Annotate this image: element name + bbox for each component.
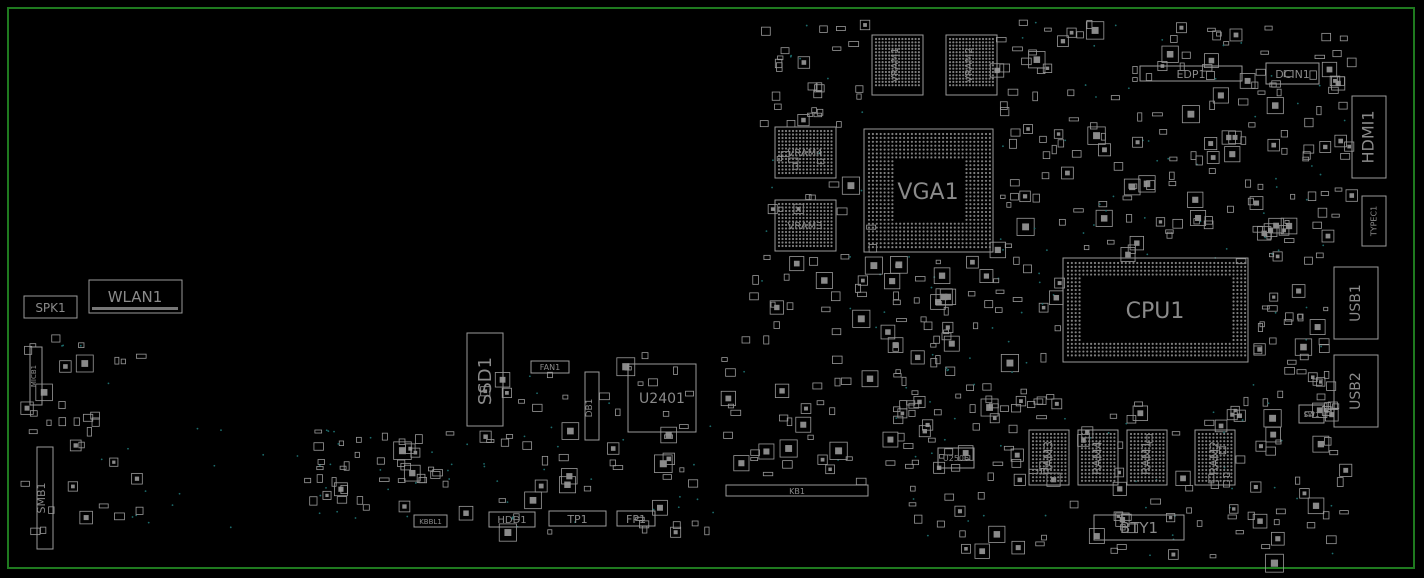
cpu1-ball-grid xyxy=(1066,261,1247,357)
sw1-label: SW1 xyxy=(1304,411,1320,419)
ram4-label: RAM4 xyxy=(1091,441,1105,475)
wlan1-label: WLAN1 xyxy=(108,288,163,306)
ram2-label: RAM2 xyxy=(1208,441,1222,475)
usb1-label: USB1 xyxy=(1348,284,1364,322)
component-kbbl1[interactable]: KBBL1 xyxy=(413,514,448,528)
ram2-ball-grid xyxy=(1197,432,1233,482)
component-db1[interactable]: DB1 xyxy=(584,371,600,441)
component-wlan1[interactable]: WLAN1 xyxy=(88,279,183,314)
hdd1-label: HDD1 xyxy=(497,515,526,526)
bty1-label: BTY1 xyxy=(1120,519,1158,537)
smb1-label: SMB1 xyxy=(35,482,48,513)
vga1-label: VGA1 xyxy=(897,180,958,205)
component-vram2[interactable]: VRAM2 xyxy=(945,34,998,96)
component-usb2[interactable]: USB2 xyxy=(1333,354,1379,428)
micb-label: MICB1 xyxy=(30,365,38,387)
ram4-ball-grid xyxy=(1080,432,1116,482)
component-u2506[interactable]: U2506 xyxy=(937,447,975,469)
component-vram1[interactable]: VRAM1 xyxy=(871,34,924,96)
component-hdmi1[interactable]: HDMI1 xyxy=(1351,95,1387,179)
vram2-ball-grid xyxy=(948,37,995,87)
board-outline xyxy=(7,7,1415,569)
vram3-label: VRAM3 xyxy=(787,221,822,232)
component-ram1[interactable]: RAM1 xyxy=(1126,429,1168,486)
fan1-label: FAN1 xyxy=(540,363,560,372)
component-vram3[interactable]: VRAM3 xyxy=(774,199,837,252)
usb2-label: USB2 xyxy=(1348,372,1364,410)
component-ram2[interactable]: RAM2 xyxy=(1194,429,1236,486)
edp1-label: EDP1 xyxy=(1176,68,1205,81)
small-parts-layer xyxy=(20,19,1358,573)
component-cpu1[interactable]: CPU1 xyxy=(1062,257,1249,363)
vram4-label: VRAM4 xyxy=(787,148,822,159)
vram3-ball-grid xyxy=(777,202,833,248)
vram1-label: VRAM1 xyxy=(890,47,901,82)
component-ssd1[interactable]: SSD1 xyxy=(466,332,504,427)
tp1-label: TP1 xyxy=(566,513,587,526)
ram3-label: RAM3 xyxy=(1042,441,1056,475)
fp1-label: FP1 xyxy=(626,513,646,526)
component-hdd1[interactable]: HDD1 xyxy=(488,511,536,528)
component-ram4[interactable]: RAM4 xyxy=(1077,429,1119,486)
db1-label: DB1 xyxy=(585,399,595,418)
dcin1-label: DCIN1 xyxy=(1275,68,1310,81)
vram1-ball-grid xyxy=(874,37,921,87)
component-fan1[interactable]: FAN1 xyxy=(530,360,570,374)
component-vga1[interactable]: VGA1 xyxy=(863,128,994,253)
component-tp1[interactable]: TP1 xyxy=(548,510,607,527)
component-u2401[interactable]: U2401 xyxy=(627,363,697,433)
vga1-ball-grid xyxy=(867,132,992,249)
ram1-label: RAM1 xyxy=(1140,441,1154,475)
u2506-label: U2506 xyxy=(943,454,969,463)
component-kb1[interactable]: KB1 xyxy=(725,484,869,497)
vram4-ball-grid xyxy=(777,129,833,175)
component-smb1[interactable]: SMB1 xyxy=(35,446,54,550)
ram3-ball-grid xyxy=(1031,432,1067,482)
ram1-ball-grid xyxy=(1129,432,1165,482)
u2401-label: U2401 xyxy=(639,391,685,407)
component-sw1[interactable]: SW1 xyxy=(1298,404,1325,424)
component-typec1[interactable]: TYPEC1 xyxy=(1361,195,1387,247)
spk1-label: SPK1 xyxy=(35,301,65,315)
component-usb1[interactable]: USB1 xyxy=(1333,266,1379,340)
ssd1-label: SSD1 xyxy=(475,357,496,405)
kbbl1-label: KBBL1 xyxy=(419,518,442,526)
cpu1-label: CPU1 xyxy=(1126,299,1185,324)
component-edp1[interactable]: EDP1 xyxy=(1139,65,1243,82)
component-dcin1[interactable]: DCIN1 xyxy=(1265,62,1320,85)
kb1-label: KB1 xyxy=(789,487,805,496)
hdmi1-label: HDMI1 xyxy=(1359,110,1378,163)
component-vram4[interactable]: VRAM4 xyxy=(774,126,837,179)
component-bty1[interactable]: BTY1 xyxy=(1093,514,1185,541)
component-spk1[interactable]: SPK1 xyxy=(23,295,78,319)
component-ram3[interactable]: RAM3 xyxy=(1028,429,1070,486)
component-fp1[interactable]: FP1 xyxy=(616,510,656,527)
component-micb[interactable]: MICB1 xyxy=(29,346,43,406)
typec1-label: TYPEC1 xyxy=(1370,206,1379,237)
vram2-label: VRAM2 xyxy=(964,47,975,82)
